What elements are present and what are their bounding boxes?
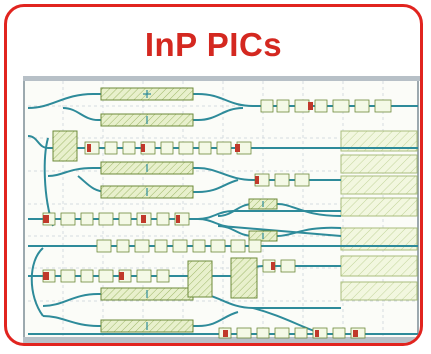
card-title: InP PICs xyxy=(144,26,283,63)
card-frame: InP PICs xyxy=(4,4,423,346)
chip-bottom-edge xyxy=(23,337,420,343)
chip-top-edge xyxy=(23,76,420,81)
right-pad-blocks xyxy=(340,130,418,301)
red-contact-markers xyxy=(43,102,358,337)
pic-layout-image xyxy=(23,76,420,343)
block-markings xyxy=(143,90,264,330)
pic-layout-svg xyxy=(23,76,420,343)
